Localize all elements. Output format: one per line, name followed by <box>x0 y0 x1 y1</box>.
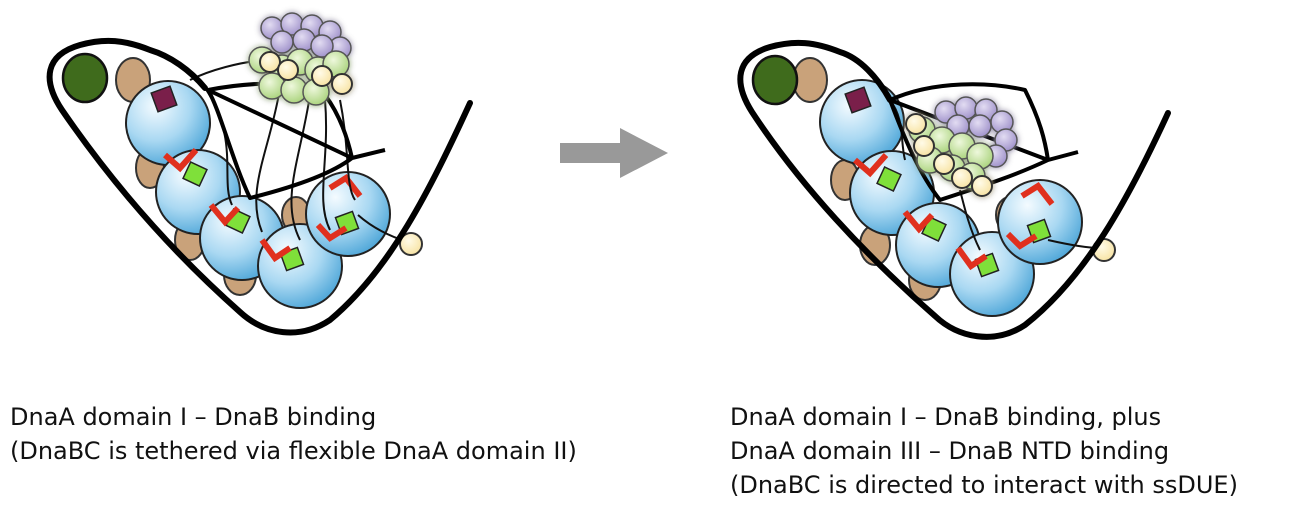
origin-dna-strand <box>46 37 473 336</box>
origin-dna-strand <box>737 39 1171 340</box>
dnaa-domain-i-circle <box>751 54 799 106</box>
caption-right: DnaA domain I – DnaB binding, plus DnaA … <box>730 400 1238 502</box>
dnabc-complex <box>248 12 353 106</box>
dnaa-domain-i-circle <box>61 52 109 104</box>
domain-i-square <box>844 86 872 114</box>
caption-left-line-2: (DnaBC is tethered via flexible DnaA dom… <box>10 437 577 465</box>
caption-right-line-3: (DnaBC is directed to interact with ssDU… <box>730 471 1238 499</box>
caption-right-line-2: DnaA domain III – DnaB NTD binding <box>730 437 1170 465</box>
dnabc-complex <box>905 96 1018 197</box>
caption-left: DnaA domain I – DnaB binding (DnaBC is t… <box>10 400 577 468</box>
domain-i-square <box>150 85 178 113</box>
left-panel-illustration <box>46 12 473 336</box>
caption-right-line-1: DnaA domain I – DnaB binding, plus <box>730 403 1162 431</box>
red-chevrons <box>163 148 363 263</box>
ssdue-loop <box>888 82 1079 202</box>
right-panel-illustration <box>737 39 1171 340</box>
red-chevrons <box>853 153 1055 271</box>
caption-left-line-1: DnaA domain I – DnaB binding <box>10 403 377 431</box>
dnab-ntd-bead <box>399 232 423 256</box>
right-arrow-icon <box>560 128 668 178</box>
